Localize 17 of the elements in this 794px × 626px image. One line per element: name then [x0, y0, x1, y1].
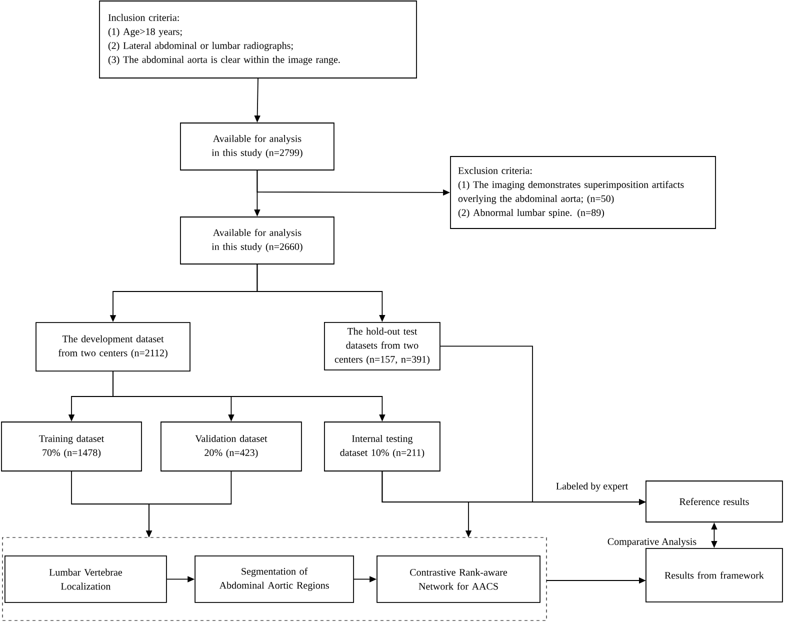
process-box: Available for analysis in this study (n=2660) — [180, 216, 334, 264]
criteria-box: Inclusion criteria: (1) Age>18 years; (2) Lateral abdominal or lumbar radiographs; (3) The abdominal aorta is clear within the image range. — [99, 0, 417, 78]
process-box: The development dataset from two centers (n=2112) — [36, 322, 190, 372]
process-box: Reference results — [646, 480, 783, 522]
edge-label: Comparative Analysis — [606, 536, 698, 548]
process-box: Segmentation of Abdominal Aortic Regions — [194, 556, 354, 603]
process-box: Contrastive Rank-aware Network for AACS — [376, 556, 540, 603]
process-box: The hold-out test datasets from two centers (n=157, n=391) — [324, 322, 440, 370]
dashed-frame — [2, 537, 547, 621]
process-box: Lumbar Vertebrae Localization — [4, 556, 167, 603]
process-box: Available for analysis in this study (n=2799) — [180, 122, 334, 170]
process-box: Validation dataset 20% (n=423) — [160, 422, 302, 472]
criteria-box: Exclusion criteria: (1) The imaging demonstrates superimposition artifacts overlying the abdominal aorta; (n=50) (2) Abnormal lumbar spine. (n=89) — [450, 156, 716, 229]
process-box: Training dataset 70% (n=1478) — [1, 422, 142, 472]
edge-label: Labeled by expert — [554, 481, 630, 493]
process-box: Results from framework — [646, 548, 783, 602]
process-box: Internal testing dataset 10% (n=211) — [324, 422, 440, 472]
